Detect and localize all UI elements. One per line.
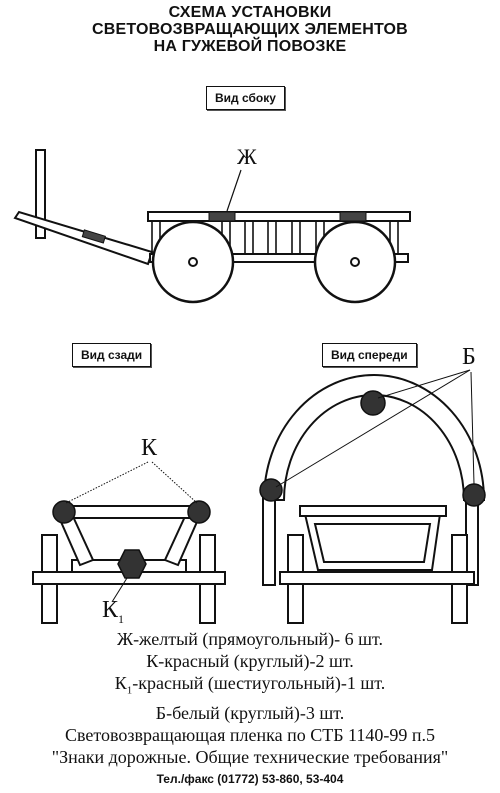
red-reflectors — [52, 500, 211, 579]
title-line-3: НА ГУЖЕВОЙ ПОВОЗКЕ — [153, 38, 347, 55]
side-front-hub — [188, 257, 198, 267]
white-reflector-top — [360, 390, 386, 416]
rear-view-drawing — [32, 505, 226, 624]
legend-line-zh: Ж-желтый (прямоугольный)- 6 шт. — [116, 629, 384, 649]
legend-line-k: К-красный (круглый)-2 шт. — [146, 651, 354, 671]
side-top-rail — [147, 211, 411, 222]
legend-k1-letter: К — [114, 673, 127, 693]
front-top-bar — [299, 505, 447, 517]
legend: Ж-желтый (прямоугольный)- 6 шт. К-красны… — [0, 628, 500, 768]
red-reflector-left — [52, 500, 76, 524]
zh-leader-line — [226, 169, 242, 212]
red-hex-reflector — [117, 549, 147, 579]
title-line-1: СХЕМА УСТАНОВКИ — [168, 4, 332, 21]
contact-footer: Тел./факс (01772) 53-860, 53-404 — [156, 772, 344, 786]
front-left-post — [262, 494, 276, 586]
legend-line-film: Световозвращающая пленка по СТБ 1140-99 … — [64, 724, 436, 745]
legend-k1-sub: 1 — [126, 684, 133, 697]
red-reflector-right — [187, 500, 211, 524]
yellow-reflector-body-1 — [208, 211, 236, 222]
front-view-drawing — [262, 374, 486, 624]
side-rear-hub — [350, 257, 360, 267]
legend-k1-rest: -красный (шестиугольный)-1 шт. — [132, 673, 386, 693]
mark-k1-letter: К — [102, 597, 119, 623]
side-view-drawing — [13, 149, 411, 304]
white-reflector-left — [259, 478, 283, 502]
mark-zh: Ж — [237, 144, 257, 169]
k1-leader-line — [111, 577, 128, 603]
yellow-reflector-shaft — [81, 229, 107, 244]
k-leader-lines — [65, 461, 198, 504]
rear-view-label: Вид сзади — [72, 343, 152, 367]
mark-b: Б — [462, 344, 476, 370]
mark-k1: К1 — [102, 597, 124, 627]
front-view-label: Вид спереди — [322, 343, 417, 367]
side-view-label: Вид сбоку — [206, 86, 285, 110]
legend-line-k1: К1-красный (шестиугольный)-1 шт. — [0, 672, 500, 702]
mark-k: К — [141, 435, 158, 461]
diagram-title: СХЕМА УСТАНОВКИ СВЕТОВОЗВРАЩАЮЩИХ ЭЛЕМЕН… — [0, 4, 500, 55]
side-pole — [35, 149, 46, 239]
front-box-inner — [313, 523, 432, 563]
legend-line-standard: "Знаки дорожные. Общие технические требо… — [51, 746, 449, 767]
cart-drawings — [13, 149, 486, 624]
legend-line-b: Б-белый (круглый)-3 шт. — [155, 702, 345, 723]
white-reflector-right — [462, 483, 486, 507]
front-axle — [279, 571, 475, 585]
mark-k1-sub: 1 — [118, 611, 125, 626]
yellow-reflectors — [81, 211, 367, 244]
title-line-2: СВЕТОВОЗВРАЩАЮЩИХ ЭЛЕМЕНТОВ — [92, 21, 408, 38]
rear-top-bar — [63, 505, 195, 519]
b-leader-lines — [275, 369, 475, 488]
side-bottom-rail — [149, 253, 409, 263]
yellow-reflector-body-2 — [339, 211, 367, 222]
white-reflectors — [259, 390, 486, 507]
